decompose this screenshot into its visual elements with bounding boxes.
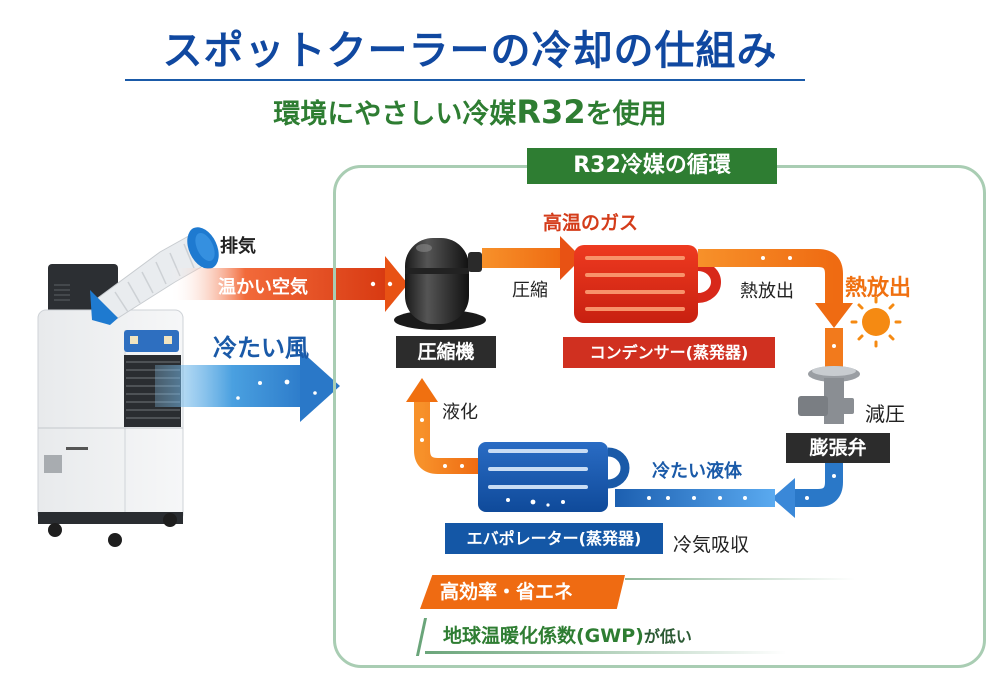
heat-release-pipe bbox=[698, 249, 853, 368]
evaporator-label: エバポレーター(蒸発器) bbox=[445, 523, 663, 554]
page-subtitle: 環境にやさしい冷媒R32を使用 bbox=[0, 92, 940, 131]
exhaust-label: 排気 bbox=[220, 236, 256, 257]
decompress-label: 減圧 bbox=[865, 402, 905, 426]
gwp-text: 地球温暖化係数(GWP) bbox=[443, 625, 644, 647]
liquefy-pipe bbox=[406, 378, 478, 474]
warm-air-arrow bbox=[170, 256, 408, 312]
cold-wind-label: 冷たい風 bbox=[213, 334, 309, 362]
cold-liquid-label: 冷たい液体 bbox=[652, 461, 742, 482]
compressor-label: 圧縮機 bbox=[396, 336, 496, 368]
expansion-valve-label: 膨張弁 bbox=[786, 433, 890, 463]
title-divider bbox=[125, 79, 805, 81]
compressor-icon bbox=[394, 238, 486, 330]
spot-cooler-unit-icon bbox=[37, 227, 219, 547]
subtitle-suffix: を使用 bbox=[585, 99, 667, 130]
refrigerant-name: R32 bbox=[516, 93, 586, 131]
subtitle-prefix: 環境にやさしい冷媒 bbox=[273, 99, 517, 130]
efficiency-divider bbox=[625, 578, 855, 580]
gwp-note: 地球温暖化係数(GWP)が低い bbox=[425, 618, 785, 654]
condenser-label: コンデンサー(蒸発器) bbox=[563, 337, 775, 368]
warm-air-label: 温かい空気 bbox=[218, 277, 308, 298]
liquefy-label: 液化 bbox=[442, 402, 478, 423]
hot-gas-label: 高温のガス bbox=[543, 212, 639, 234]
cycle-title: R32冷媒の循環 bbox=[527, 148, 777, 184]
cold-wind-arrow bbox=[155, 350, 340, 422]
sun-icon bbox=[850, 296, 902, 348]
condenser-coil-icon bbox=[574, 245, 721, 323]
heat-release-label: 熱放出 bbox=[845, 276, 912, 301]
gwp-suffix: が低い bbox=[643, 627, 692, 646]
hot-gas-pipe bbox=[482, 236, 582, 280]
heat-release-small-label: 熱放出 bbox=[740, 281, 794, 302]
cold-absorb-label: 冷気吸収 bbox=[673, 534, 750, 556]
efficiency-badge: 高効率・省エネ bbox=[420, 575, 625, 609]
evaporator-coil-icon bbox=[478, 442, 630, 512]
cold-liquid-pipe bbox=[615, 462, 843, 518]
expansion-valve-icon bbox=[798, 366, 860, 424]
compress-label: 圧縮 bbox=[512, 280, 548, 301]
page-title: スポットクーラーの冷却の仕組み bbox=[162, 28, 778, 74]
